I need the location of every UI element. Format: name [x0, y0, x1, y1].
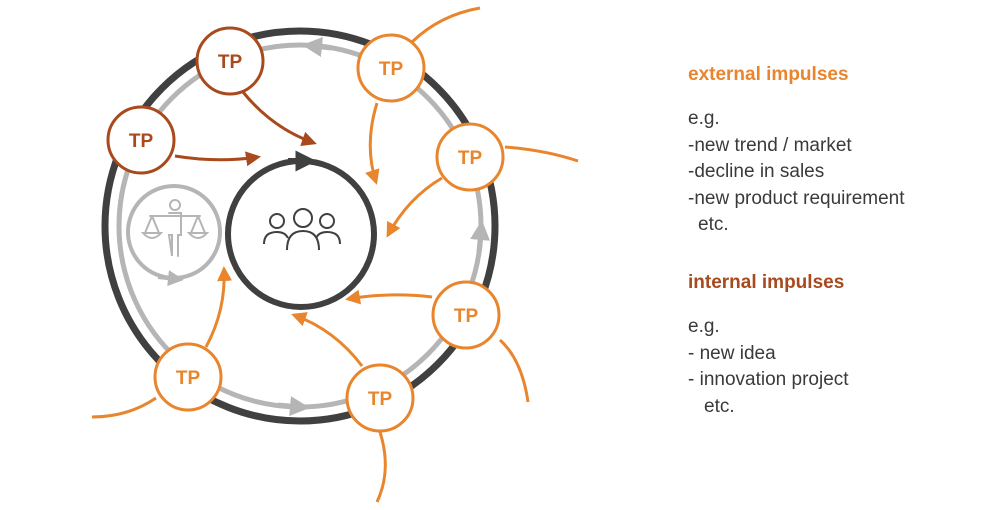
internal-item: - new idea — [688, 342, 776, 364]
tp-node-internal-top: TP — [195, 26, 265, 96]
external-lead: e.g. — [688, 108, 720, 129]
cycle-arrow-bottom — [277, 396, 310, 417]
internal-impulses-legend: internal impulses e.g. - new idea - inno… — [688, 272, 988, 420]
external-impulse-arrows — [91, 6, 579, 503]
internal-item: - innovation project — [688, 369, 849, 390]
outer-ring — [101, 27, 499, 425]
internal-lead: e.g. — [688, 316, 720, 337]
svg-text:TP: TP — [379, 59, 404, 80]
external-item: -new product requirement — [688, 187, 905, 209]
external-impulses-legend: external impulses e.g. -new trend / mark… — [688, 64, 988, 239]
cycle-arrow-top — [302, 37, 333, 57]
internal-impulses-title: internal impulses — [688, 272, 845, 293]
tp-node-external-right-lower: TP — [431, 280, 501, 350]
tp-node-internal-left: TP — [106, 105, 176, 175]
tp-node-external-left: TP — [153, 342, 223, 412]
cycle-arrow-right — [470, 220, 491, 253]
people-group-icon — [263, 208, 341, 251]
external-impulses-title: external impulses — [688, 64, 849, 85]
central-circle — [225, 158, 377, 310]
internal-impulse-arrows — [174, 91, 317, 167]
svg-text:TP: TP — [129, 131, 154, 152]
svg-text:TP: TP — [176, 368, 201, 389]
svg-text:TP: TP — [218, 52, 243, 73]
svg-text:TP: TP — [368, 389, 393, 410]
balance-circle-arrow — [157, 270, 184, 287]
svg-text:TP: TP — [458, 148, 483, 169]
internal-item-etc: etc. — [704, 395, 735, 417]
tp-node-external-bottom: TP — [345, 363, 415, 433]
external-item: -decline in sales — [688, 161, 825, 182]
tp-node-external-top: TP — [356, 33, 426, 103]
svg-text:TP: TP — [454, 306, 479, 327]
external-item: -new trend / market — [688, 134, 852, 156]
tp-node-external-right-upper: TP — [435, 122, 505, 192]
impulse-cycle-diagram: TP TP TP TP TP TP TP — [91, 6, 579, 503]
external-item-etc: etc. — [698, 214, 729, 235]
person-with-scales-icon — [140, 199, 210, 257]
